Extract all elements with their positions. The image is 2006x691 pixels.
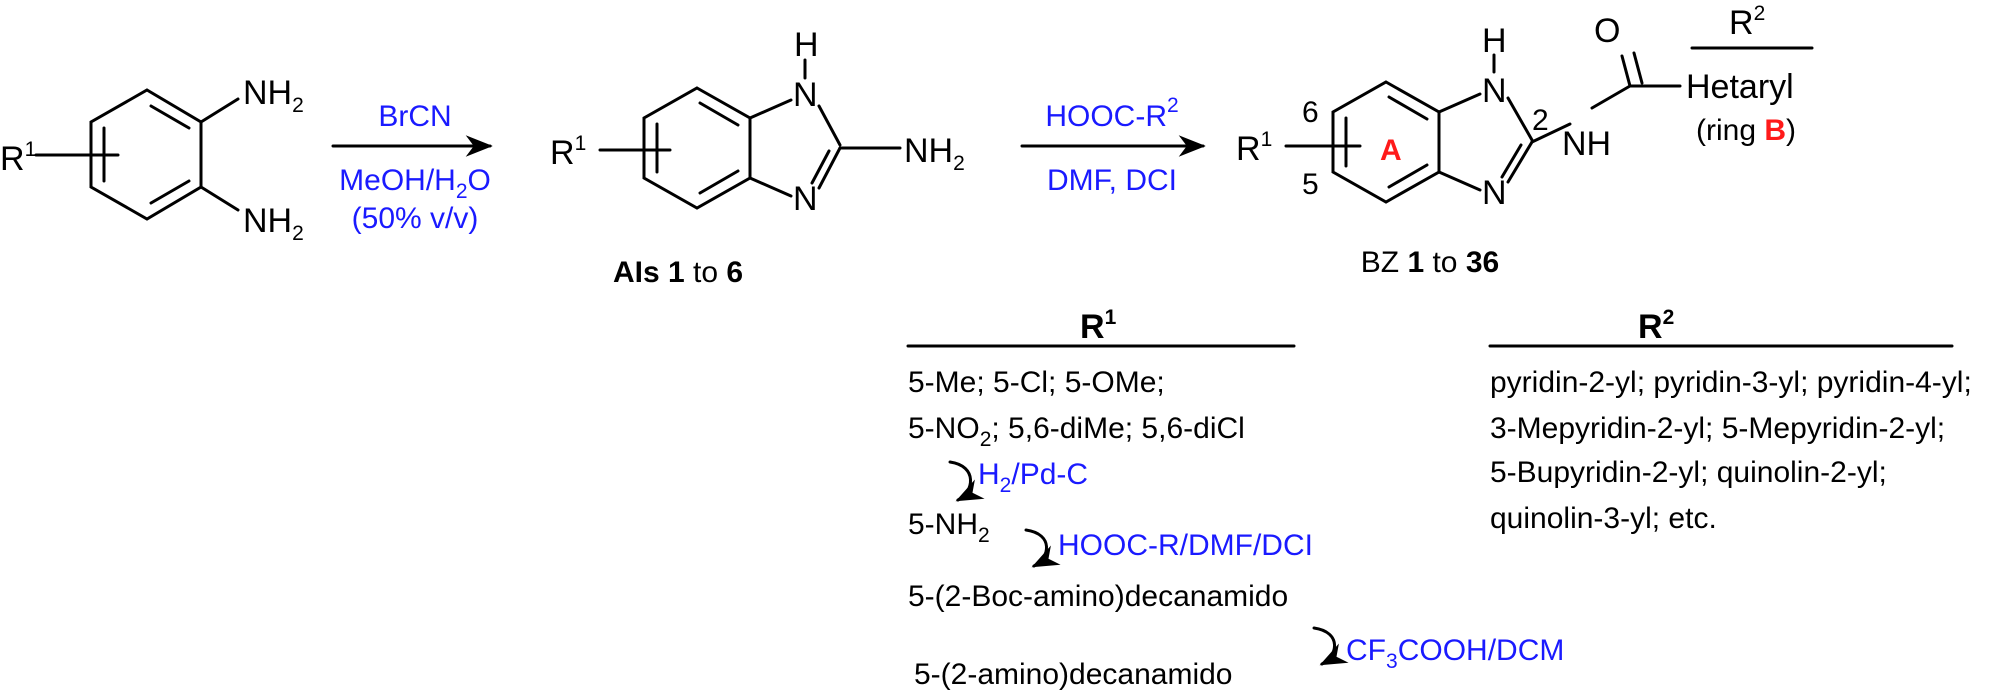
intermediate-aminobenzimidazole: R1 H N N NH2 AIs 1 to 6	[550, 26, 965, 289]
step2-reagent: HOOC-R2	[1045, 94, 1178, 133]
product-r2-label: R2	[1729, 2, 1765, 42]
product-hetaryl: Hetaryl	[1686, 68, 1794, 106]
starting-diamine: R1 NH2 NH2	[0, 74, 304, 245]
intermediate-n: N	[793, 180, 818, 218]
r2-substituent-table: R2 pyridin-2-yl; pyridin-3-yl; pyridin-4…	[1488, 306, 1972, 535]
r1-line-3: 5-NH2	[908, 508, 990, 547]
start-r1-label: R1	[0, 138, 36, 178]
r1-step-acylation: HOOC-R/DMF/DCI	[1058, 529, 1313, 562]
step1-ratio: (50% v/v)	[352, 202, 479, 235]
step1-reagent: BrCN	[378, 100, 451, 133]
r1-line-1: 5-Me; 5-Cl; 5-OMe;	[908, 366, 1165, 399]
product-ring-a-label: A	[1380, 134, 1402, 167]
r1-acylation-arrow	[1024, 528, 1061, 568]
step1-arrow-group: BrCN MeOH/H2O (50% v/v)	[331, 100, 493, 235]
step2-conditions: DMF, DCI	[1047, 164, 1177, 197]
r1-substituent-table: R1 5-Me; 5-Cl; 5-OMe; 5-NO2; 5,6-diMe; 5…	[906, 306, 1564, 691]
r2-line-2: 3-Mepyridin-2-yl; 5-Mepyridin-2-yl;	[1490, 412, 1945, 445]
intermediate-nh-n: N	[793, 76, 818, 114]
product-nh-n: N	[1482, 72, 1507, 110]
product-n: N	[1482, 174, 1507, 212]
product-ring-b-caption: (ring B)	[1696, 114, 1796, 147]
r1-step-deprotection: CF3COOH/DCM	[1346, 634, 1564, 673]
product-compound-label: BZ 1 to 36	[1361, 246, 1499, 279]
product-position-2: 2	[1532, 104, 1549, 137]
product-benzimidazole-amide: R1 6 5 A H N N 2 O NH R2 Hetaryl (ring B…	[1236, 2, 1814, 279]
step1-solvent: MeOH/H2O	[339, 164, 491, 203]
intermediate-nh-h: H	[794, 26, 819, 64]
start-amine-top: NH2	[243, 74, 304, 117]
step2-arrow-group: HOOC-R2 DMF, DCI	[1020, 94, 1206, 197]
start-amine-bottom: NH2	[243, 202, 304, 245]
r1-step-hydrogenation: H2/Pd-C	[978, 458, 1088, 497]
r1-line-2: 5-NO2; 5,6-diMe; 5,6-diCl	[908, 412, 1245, 451]
r1-line-4: 5-(2-Boc-amino)decanamido	[908, 580, 1288, 613]
intermediate-amine: NH2	[904, 132, 965, 175]
intermediate-r1-label: R1	[550, 132, 586, 172]
r1-deprotection-arrow	[1312, 626, 1349, 666]
product-position-5: 5	[1302, 168, 1319, 201]
product-nh-h: H	[1482, 22, 1507, 60]
r1-line-5: 5-(2-amino)decanamido	[914, 658, 1233, 691]
product-r1-label: R1	[1236, 128, 1272, 168]
product-position-6: 6	[1302, 96, 1319, 129]
r2-table-header: R2	[1638, 306, 1674, 346]
r2-line-4: quinolin-3-yl; etc.	[1490, 502, 1717, 535]
intermediate-compound-label: AIs 1 to 6	[613, 256, 743, 289]
r2-line-1: pyridin-2-yl; pyridin-3-yl; pyridin-4-yl…	[1490, 366, 1972, 399]
r2-line-3: 5-Bupyridin-2-yl; quinolin-2-yl;	[1490, 456, 1887, 489]
product-amide-nh: NH	[1562, 125, 1611, 163]
r1-table-header: R1	[1080, 306, 1117, 346]
product-carbonyl-o: O	[1594, 12, 1620, 50]
r1-hydrogenation-arrow	[948, 460, 985, 502]
